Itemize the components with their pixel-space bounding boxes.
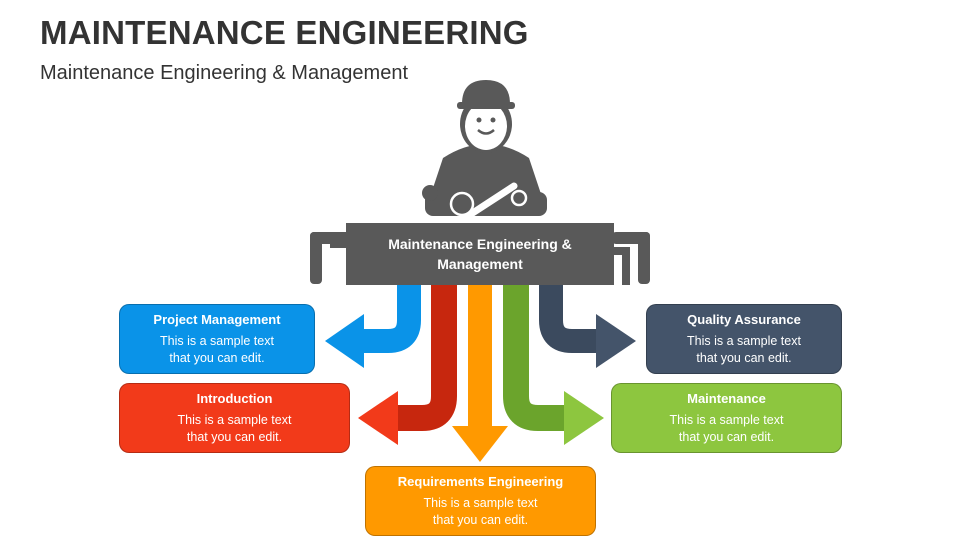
center-label: Maintenance Engineering & Management [346, 223, 614, 285]
box-title: Project Management [153, 311, 281, 327]
box-title: Introduction [196, 390, 273, 406]
box-title: Quality Assurance [687, 311, 801, 327]
box-text: This is a sample text that you can edit. [423, 495, 538, 527]
box-project-management: Project Management This is a sample text… [119, 304, 315, 374]
center-label-text: Maintenance Engineering & Management [388, 236, 572, 272]
box-maintenance: Maintenance This is a sample text that y… [611, 383, 842, 453]
box-text: This is a sample text that you can edit. [687, 333, 801, 365]
arrow-quality-assurance [539, 282, 598, 353]
pipe-right [612, 232, 650, 285]
pipe-left [310, 232, 350, 284]
box-title: Maintenance [687, 390, 766, 406]
box-text: This is a sample text that you can edit. [160, 333, 274, 365]
arrow-requirements-engineering [468, 282, 492, 428]
page-subtitle: Maintenance Engineering & Management [40, 62, 409, 84]
arrow-introduction [396, 282, 457, 431]
center-bar [346, 223, 614, 285]
wrench-icon [449, 182, 528, 220]
flow-arrows [325, 282, 636, 462]
box-requirements-engineering: Requirements Engineering This is a sampl… [365, 466, 596, 536]
arrow-maintenance [503, 282, 566, 431]
box-text: This is a sample text that you can edit. [177, 412, 292, 444]
hard-hat-icon [457, 80, 515, 109]
box-title: Requirements Engineering [397, 473, 564, 489]
box-text: This is a sample text that you can edit. [669, 412, 784, 444]
box-introduction: Introduction This is a sample text that … [119, 383, 350, 453]
box-quality-assurance: Quality Assurance This is a sample text … [646, 304, 842, 374]
page-title: MAINTENANCE ENGINEERING [40, 14, 529, 51]
engineer-icon [422, 95, 547, 216]
arrow-project-management [362, 282, 421, 353]
